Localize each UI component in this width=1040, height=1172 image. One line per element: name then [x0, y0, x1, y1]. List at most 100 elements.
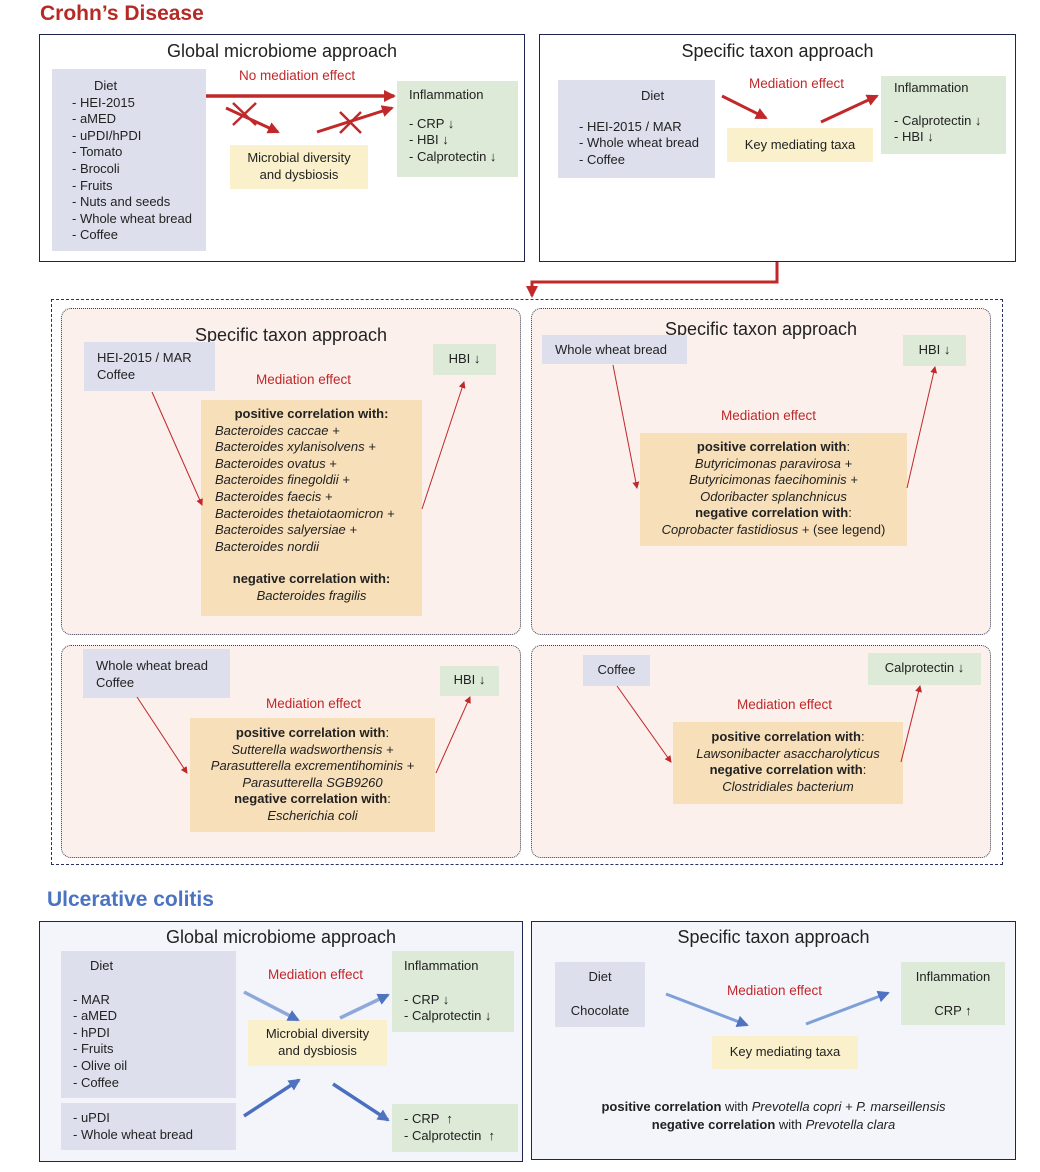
uc-diet-box-1: Diet - MAR - aMED - hPDI - Fruits - Oliv…: [61, 951, 236, 1098]
outcome-box: HBI ↓: [903, 335, 966, 366]
outcome-label: HBI ↓: [918, 342, 951, 357]
uc-specific-title: Specific taxon approach: [677, 927, 870, 947]
diet-item: - HEI-2015: [72, 94, 135, 110]
diet-item: - Whole wheat bread: [72, 210, 192, 226]
taxon: Parasutterella SGB9260: [242, 774, 383, 790]
taxon: Bacteroides caccae +: [215, 422, 340, 438]
taxa-box: positive correlation with: Bacteroides c…: [201, 400, 422, 616]
crohn-specific-diet-box: Diet - HEI-2015 / MAR - Whole wheat brea…: [558, 80, 715, 178]
inflammation-label: Inflammation: [915, 969, 991, 984]
taxon: Bacteroides faecis +: [215, 488, 333, 504]
diet-item: - Fruits: [73, 1041, 114, 1057]
exposure-line: Whole wheat bread: [96, 658, 209, 673]
diet-item: Chocolate: [570, 1002, 630, 1018]
detail-panel-2: Specific taxon approach Whole wheat brea…: [531, 308, 991, 635]
arrow: [421, 381, 466, 510]
arrow: [332, 1082, 390, 1122]
neg-header: negative correlation with:: [695, 505, 852, 521]
detail-panel-4: Coffee Calprotectin ↓ Mediation effect p…: [531, 645, 991, 858]
taxon: Odoribacter splanchnicus: [700, 488, 847, 504]
diet-item: - Brocoli: [72, 160, 120, 176]
arrow: [339, 993, 390, 1020]
exposure-box: HEI-2015 / MAR Coffee: [84, 342, 215, 391]
crohn-specific-panel: Specific taxon approach Diet - HEI-2015 …: [539, 34, 1016, 262]
taxa-box: positive correlation with: Lawsonibacter…: [673, 722, 903, 804]
arrow: [820, 94, 879, 124]
taxa-box: positive correlation with: Butyricimonas…: [640, 433, 907, 546]
uc-correlation-text: positive correlation with Prevotella cop…: [532, 1098, 1015, 1134]
diet-label: Diet: [641, 88, 665, 103]
uc-inflammation-box-2: - CRP ↑ - Calprotectin ↑: [392, 1104, 518, 1152]
diet-item: - Olive oil: [73, 1057, 128, 1073]
exposure-line: Coffee: [97, 366, 136, 382]
arrow: [435, 696, 471, 774]
arrow: [665, 992, 749, 1028]
key-taxa-box: Key mediating taxa: [712, 1036, 858, 1069]
taxon: Bacteroides fragilis: [256, 587, 367, 603]
taxon: Bacteroides nordii: [215, 538, 320, 554]
detail-panel-3: Whole wheat bread Coffee HBI ↓ Mediation…: [61, 645, 521, 858]
diet-item: - Coffee: [73, 1074, 120, 1090]
arrow: [616, 685, 672, 763]
taxon: Bacteroides thetaiotaomicron +: [215, 505, 395, 521]
crohn-heading: Crohn’s Disease: [40, 2, 204, 25]
taxa-box: positive correlation with: Sutterella wa…: [190, 718, 435, 832]
diet-label: Diet: [588, 969, 612, 984]
arrow: [243, 1078, 301, 1118]
outcome-item: - CRP ↓: [409, 115, 455, 131]
outcome-label: Calprotectin ↓: [884, 660, 965, 675]
microbial-diversity-box: Microbial diversity and dysbiosis: [248, 1020, 387, 1066]
inflammation-label: Inflammation: [404, 958, 479, 973]
crohn-global-title: Global microbiome approach: [166, 41, 398, 61]
diet-item: - Coffee: [72, 227, 119, 243]
taxon: Escherichia coli: [267, 807, 358, 823]
microbial-line: and dysbiosis: [259, 166, 339, 182]
diet-item: Diet: [90, 958, 114, 973]
outcome-item: CRP ↑: [934, 1002, 972, 1018]
outcome-item: - Calprotectin ↓: [404, 1008, 492, 1024]
exposure-line: Coffee: [96, 674, 135, 690]
diet-item: - MAR: [73, 991, 110, 1007]
diet-item: - Coffee: [579, 151, 626, 167]
uc-specific-inflammation-box: Inflammation CRP ↑: [901, 962, 1005, 1025]
taxon: Clostridiales bacterium: [722, 778, 854, 794]
outcome-item: - CRP ↑: [404, 1111, 453, 1126]
neg-header: negative correlation with:: [232, 571, 391, 587]
crohn-global-diet-box: Diet - HEI-2015 - aMED - uPDI/hPDI - Tom…: [52, 69, 206, 251]
arrow: [612, 364, 640, 489]
microbial-line: and dysbiosis: [278, 1042, 357, 1058]
detail-panel-title: Specific taxon approach: [664, 319, 858, 339]
arrow: [136, 696, 188, 774]
diet-item: - aMED: [72, 111, 117, 127]
pos-header: positive correlation with:: [234, 406, 389, 421]
taxon: Bacteroides salyersiae +: [215, 522, 357, 538]
microbial-line: Microbial diversity: [247, 150, 351, 165]
key-taxa-label: Key mediating taxa: [729, 1044, 841, 1059]
exposure-box: Coffee: [583, 655, 650, 686]
outcome-label: HBI ↓: [453, 672, 486, 687]
cross-icon: [232, 102, 257, 126]
exposure-label: Coffee: [597, 662, 636, 677]
mediation-label: Mediation effect: [268, 967, 364, 982]
crohn-global-panel: Global microbiome approach Diet - HEI-20…: [39, 34, 525, 262]
arrow: [906, 366, 938, 489]
outcome-label: HBI ↓: [448, 351, 481, 366]
diet-item: - HEI-2015 / MAR: [579, 118, 682, 134]
mediation-label: Mediation effect: [266, 696, 362, 711]
mediation-label: Mediation effect: [256, 372, 352, 387]
exposure-box: Whole wheat bread: [542, 335, 687, 364]
crohn-specific-title: Specific taxon approach: [681, 41, 874, 61]
taxon: Bacteroides finegoldii +: [215, 472, 350, 488]
pos-header: positive correlation with:: [696, 439, 851, 454]
outcome-item: - CRP ↓: [404, 991, 450, 1007]
diet-item: Diet: [94, 78, 118, 93]
neg-header: negative correlation with:: [234, 791, 391, 807]
pos-header: positive correlation with:: [711, 729, 865, 744]
diet-item: - aMED: [73, 1008, 118, 1024]
arrow: [243, 990, 300, 1022]
mediation-label: Mediation effect: [749, 76, 845, 91]
no-mediation-label: No mediation effect: [239, 68, 356, 83]
arrow: [805, 990, 890, 1026]
uc-heading: Ulcerative colitis: [47, 888, 214, 911]
connector-arrow: [526, 262, 779, 298]
